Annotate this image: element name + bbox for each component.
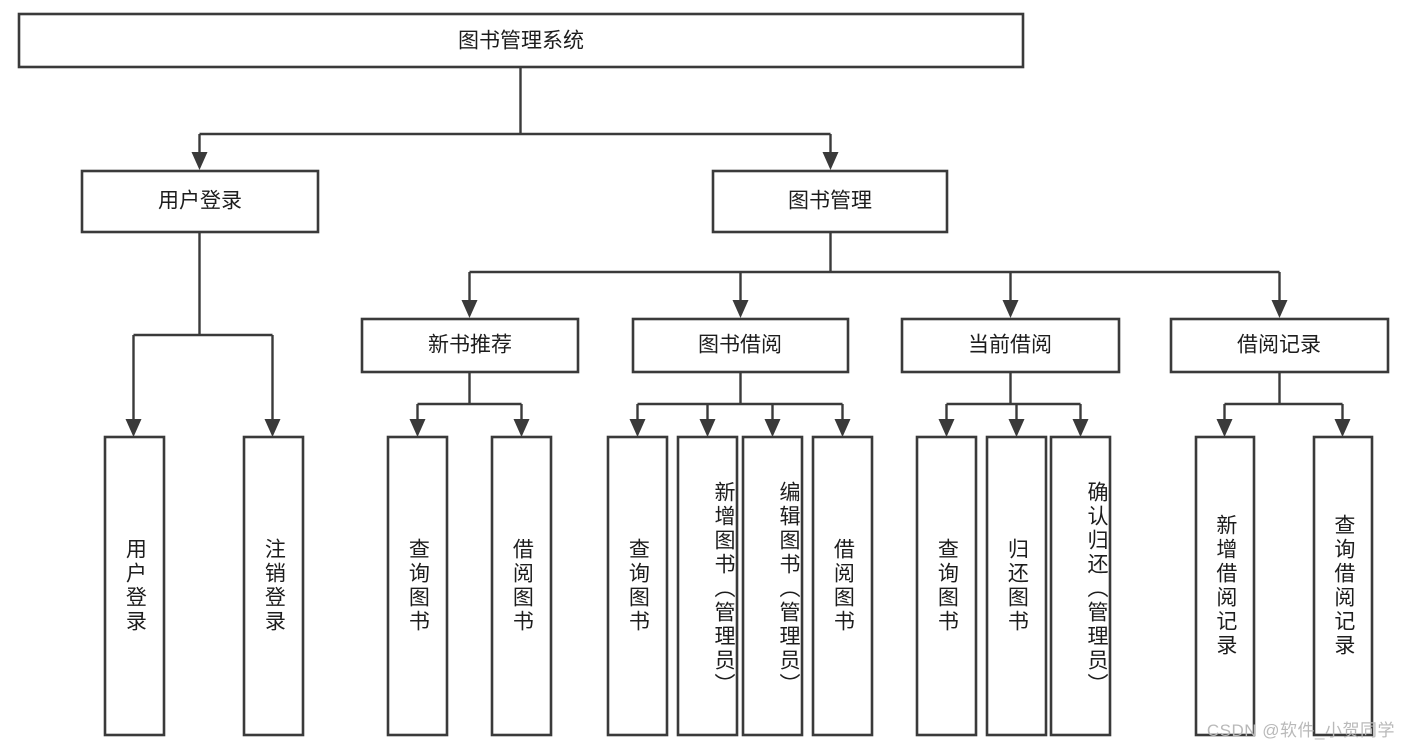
arrow-to-user-login (191, 152, 208, 170)
arrow-current-leaf-2 (1008, 419, 1025, 437)
connector-layer (125, 67, 1351, 437)
arrow-level3-1 (461, 300, 478, 318)
arrow-borrow-leaf-3 (764, 419, 781, 437)
arrow-recommend-leaf-1 (409, 419, 426, 437)
arrow-borrow-leaf-2 (699, 419, 716, 437)
node-borrow-record[interactable]: 借阅记录 (1169, 317, 1390, 374)
arrow-current-leaf-1 (938, 419, 955, 437)
leaf-box-borrow-2[interactable] (676, 435, 739, 737)
leaf-box-current-1[interactable] (915, 435, 978, 737)
leaf-box-layer (103, 435, 1374, 737)
leaf-box-borrow-3[interactable] (741, 435, 804, 737)
node-label-user-login: 用户登录 (158, 190, 242, 213)
arrow-current-leaf-3 (1072, 419, 1089, 437)
node-label-book-management: 图书管理 (788, 190, 872, 213)
arrow-level3-4 (1271, 300, 1288, 318)
arrow-user-login-leaf-2 (264, 419, 281, 437)
node-book-borrow[interactable]: 图书借阅 (631, 317, 850, 374)
node-user-login[interactable]: 用户登录 (80, 169, 320, 234)
leaf-box-borrow-4[interactable] (811, 435, 874, 737)
leaf-box-recommend-2[interactable] (490, 435, 553, 737)
node-label-borrow-record: 借阅记录 (1237, 334, 1321, 357)
arrow-user-login-leaf-1 (125, 419, 142, 437)
arrow-level3-3 (1002, 300, 1019, 318)
node-new-book-recommend[interactable]: 新书推荐 (360, 317, 580, 374)
arrow-record-leaf-1 (1216, 419, 1233, 437)
leaf-box-current-3[interactable] (1049, 435, 1112, 737)
arrow-to-book-manage (822, 152, 839, 170)
leaf-box-user-login-1[interactable] (103, 435, 166, 737)
csdn-watermark: CSDN @软件_小贺同学 (1206, 721, 1395, 740)
leaf-box-current-2[interactable] (985, 435, 1048, 737)
leaf-box-user-login-2[interactable] (242, 435, 305, 737)
leaf-box-record-1[interactable] (1194, 435, 1256, 737)
arrow-borrow-leaf-4 (834, 419, 851, 437)
node-label-book-borrow: 图书借阅 (698, 334, 782, 357)
arrow-level3-2 (732, 300, 749, 318)
arrow-recommend-leaf-2 (513, 419, 530, 437)
arrow-borrow-leaf-1 (629, 419, 646, 437)
arrow-record-leaf-2 (1334, 419, 1351, 437)
node-label-new-book-recommend: 新书推荐 (428, 334, 512, 357)
leaf-box-recommend-1[interactable] (386, 435, 449, 737)
leaf-box-record-2[interactable] (1312, 435, 1374, 737)
node-label-current-borrow: 当前借阅 (968, 334, 1052, 357)
node-root-system[interactable]: 图书管理系统 (17, 12, 1025, 69)
node-label-root: 图书管理系统 (458, 30, 584, 53)
node-current-borrow[interactable]: 当前借阅 (900, 317, 1121, 374)
node-book-management[interactable]: 图书管理 (711, 169, 949, 234)
leaf-box-borrow-1[interactable] (606, 435, 669, 737)
